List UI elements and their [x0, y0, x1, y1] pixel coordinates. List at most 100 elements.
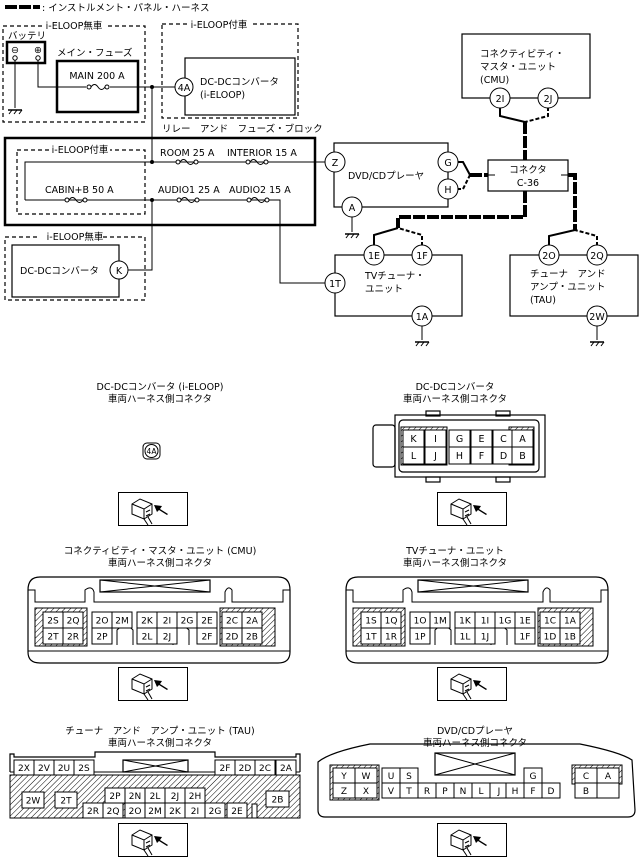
connector-view-icon — [118, 492, 188, 526]
tau-pin-label: 2L — [150, 792, 161, 802]
tv-pin-label: 1Q — [385, 617, 398, 627]
connector-view-icon — [118, 823, 188, 857]
dcdc-eloop-connector-title: DC-DCコンバータ (i-ELOOP) — [97, 382, 224, 393]
dcdc-eloop-connector-subtitle: 車両ハーネス側コネクタ — [108, 393, 212, 405]
fuse-icon — [64, 197, 88, 203]
pin-a — [341, 196, 363, 218]
dvd-pin-label: H — [512, 787, 519, 797]
no-eloop-label: i-ELOOP無車 — [46, 20, 103, 32]
tv-pin-label: 1G — [499, 617, 512, 627]
pin-1a-label: 1A — [416, 312, 429, 323]
pin-h-label: H — [444, 185, 451, 196]
with-eloop-inner-region — [16, 149, 146, 215]
fuse-icon — [245, 159, 269, 165]
dvd-pin-label: S — [406, 772, 412, 782]
cmu-pin-label: 2P — [96, 633, 108, 643]
tv-pin-label: 1S — [365, 617, 377, 627]
pin-1f — [411, 244, 433, 266]
dcdc-eloop-subname: (i-ELOOP) — [200, 90, 245, 101]
dvd-connector-body — [317, 743, 636, 818]
pin-2w — [586, 305, 608, 327]
pin-a-label: A — [349, 203, 356, 214]
tau-pin-label: 2T — [60, 797, 72, 807]
tau-pin-cell — [204, 802, 226, 819]
cmu-pin-cell — [156, 627, 178, 645]
tau-pin-cell — [102, 802, 124, 819]
dcdc-pin-label: B — [519, 451, 526, 462]
tau-pin-label: 2G — [209, 807, 222, 817]
tau-name-2: アンプ・ユニット — [530, 282, 605, 293]
cmu-pin-label: 2L — [142, 633, 153, 643]
tv-connector-subtitle: 車両ハーネス側コネクタ — [403, 557, 507, 569]
cmu-pin-label: 2S — [47, 617, 59, 627]
pin-k-label: K — [116, 266, 123, 277]
connector-view-icon — [118, 667, 188, 701]
cmu-connector-subtitle: 車両ハーネス側コネクタ — [108, 557, 212, 569]
cmu-unit — [461, 33, 591, 99]
fuse-room-label: ROOM 25 A — [160, 148, 215, 159]
relay-fuse-block-label: リレー アンド フューズ・ブロック — [162, 123, 323, 135]
tv-pin-label: 1M — [433, 617, 447, 627]
dcdc-pin-cell — [424, 446, 447, 465]
dvd-pin-label: J — [497, 787, 501, 797]
dcdc-connector-body — [394, 414, 546, 478]
main-fuse-rating: MAIN 200 A — [69, 71, 125, 82]
cmu-pin-cell — [241, 627, 263, 645]
cmu-pin-label: 2A — [246, 617, 259, 627]
dvd-pin-label: N — [460, 787, 467, 797]
cmu-pin-label: 2B — [246, 633, 258, 643]
with-eloop-label: i-ELOOP付車 — [191, 19, 248, 31]
dvd-name: DVD/CDプレーヤ — [348, 171, 424, 182]
pin-z — [324, 151, 346, 173]
fuse-audio2-label: AUDIO2 15 A — [229, 185, 291, 196]
pin-2o — [538, 244, 560, 266]
pin-k — [109, 260, 129, 280]
harness-tau — [568, 173, 577, 230]
dvd-unit — [333, 142, 449, 208]
tau-pin-label: 2C — [259, 764, 271, 774]
cmu-pin-label: 2R — [67, 633, 79, 643]
dcdc-pin-label: H — [456, 451, 463, 462]
cmu-pin-label: 2Q — [67, 617, 80, 627]
cmu-pin-label: 2O — [96, 617, 109, 627]
tau-pin-label: 2O — [129, 807, 142, 817]
dvd-pin-label: G — [530, 772, 537, 782]
tau-pin-cell — [254, 759, 276, 776]
pin-2q-label: 2Q — [590, 251, 604, 262]
dvd-pin-label: C — [583, 772, 589, 782]
connector-4a-label: 4A — [147, 447, 158, 456]
dvd-pin-cell — [354, 782, 378, 799]
connector-view-icon — [437, 492, 507, 526]
dvd-pin-label: B — [583, 787, 589, 797]
dvd-pin-label: R — [424, 787, 430, 797]
tau-pin-label: 2V — [38, 764, 51, 774]
tau-pin-label: 2M — [148, 807, 162, 817]
dvd-pin-label: L — [478, 787, 483, 797]
cmu-pin-label: 2D — [226, 633, 239, 643]
ground-icon — [7, 109, 23, 115]
tau-pin-label: 2A — [280, 764, 293, 774]
fuse-cabin-label: CABIN+B 50 A — [45, 185, 114, 196]
tau-pin-label: 2H — [189, 792, 202, 802]
tv-pin-label: 1J — [481, 633, 489, 643]
tau-pin-label: 2W — [26, 797, 41, 807]
dcdc-pin-label: D — [500, 451, 507, 462]
dvd-pin-label: X — [363, 787, 369, 797]
tau-pin-cell — [275, 759, 297, 776]
tau-pin-label: 2D — [239, 764, 252, 774]
fuse-icon — [246, 197, 270, 203]
tv-pin-label: 1A — [564, 617, 577, 627]
dvd-pin-label: W — [362, 772, 371, 782]
dcdc-pin-label: K — [410, 434, 417, 445]
cmu-pin-cell — [62, 627, 84, 645]
dcdc-pin-label: A — [519, 434, 526, 445]
dcdc-connector-subtitle: 車両ハーネス側コネクタ — [403, 393, 507, 405]
tau-pin-cell — [226, 802, 248, 819]
tv-pin-label: 1D — [544, 633, 557, 643]
tau-pin-cell — [265, 790, 290, 808]
cmu-pin-label: 2K — [141, 617, 154, 627]
connector-view-icon — [437, 667, 507, 701]
dvd-connector-title: DVD/CDプレーヤ — [437, 726, 513, 737]
pin-2w-label: 2W — [589, 312, 605, 323]
cmu-pin-label: 2F — [202, 633, 213, 643]
